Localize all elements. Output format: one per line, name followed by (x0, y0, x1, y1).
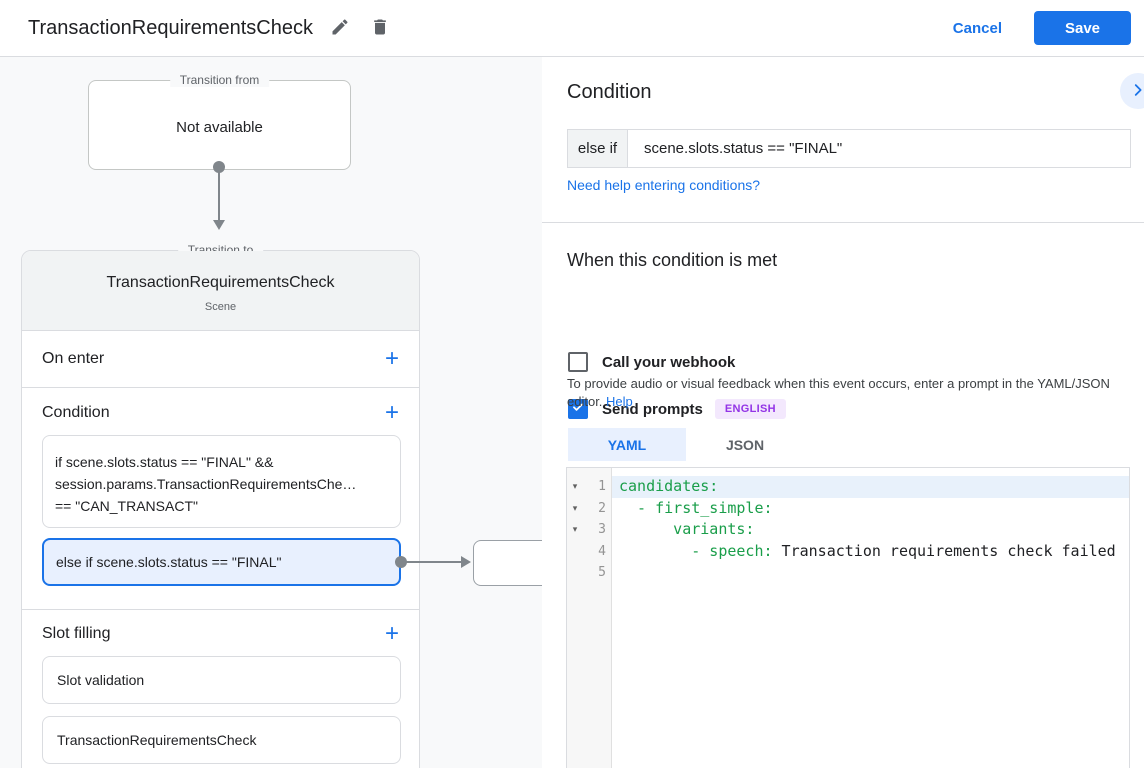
scene-type-label: Scene (204, 301, 237, 313)
fold-arrow-icon[interactable]: ▾ (572, 524, 578, 535)
condition-edit-panel: Condition else if Need help entering con… (542, 57, 1144, 768)
transition-from-label: Transition from (169, 73, 270, 87)
prompt-description: To provide audio or visual feedback when… (567, 375, 1123, 411)
cancel-button[interactable]: Cancel (952, 19, 1002, 37)
add-slot-icon[interactable]: + (384, 620, 399, 647)
conditions-help-link[interactable]: Need help entering conditions? (567, 177, 761, 193)
code-segment-key: candidates: (619, 477, 719, 495)
condition-line: == "CAN_TRANSACT" (55, 498, 198, 514)
gutter-line: 5 (567, 562, 611, 584)
code-line[interactable]: - speech: Transaction requirements check… (612, 541, 1129, 563)
connector-line (218, 167, 220, 222)
code-segment-plain: Transaction requirements check failed (772, 541, 1116, 560)
slot-filling-label: Slot filling (42, 625, 111, 642)
line-number: 2 (598, 500, 606, 516)
scene-name: TransactionRequirementsCheck (106, 274, 335, 291)
collapse-panel-button[interactable] (1120, 73, 1144, 109)
chevron-right-icon (1129, 81, 1144, 102)
transition-from-content: Not available (176, 119, 263, 136)
help-link[interactable]: Help (606, 394, 633, 409)
code-line[interactable]: - first_simple: (612, 498, 1129, 520)
transition-from-box[interactable]: Transition from Not available (88, 73, 351, 170)
slot-transaction-box[interactable]: TransactionRequirementsCheck (42, 716, 401, 764)
send-prompts-checkbox[interactable] (568, 399, 588, 419)
condition-expression-input[interactable] (628, 130, 1130, 167)
add-condition-icon[interactable]: + (384, 399, 399, 426)
condition-line: if scene.slots.status == "FINAL" && (55, 454, 274, 470)
condition-box-if[interactable]: if scene.slots.status == "FINAL" && sess… (42, 435, 401, 528)
code-segment-key: variants: (619, 520, 755, 538)
code-segment-key: - first_simple: (619, 498, 773, 517)
trash-icon (370, 17, 390, 40)
line-number: 4 (598, 543, 606, 559)
tab-json[interactable]: JSON (686, 428, 804, 461)
scene-diagram-canvas[interactable]: Transition from Not available Transition… (0, 57, 542, 768)
scene-card-header[interactable]: TransactionRequirementsCheck Scene (22, 251, 419, 331)
scene-card[interactable]: Transition to TransactionRequirementsChe… (21, 243, 420, 768)
edit-title-button[interactable] (323, 11, 357, 45)
line-number: 3 (598, 522, 606, 538)
condition-box-elseif-selected[interactable]: else if scene.slots.status == "FINAL" (42, 538, 401, 586)
condition-met-title: When this condition is met (567, 250, 778, 270)
delete-scene-button[interactable] (363, 11, 397, 45)
code-line[interactable]: candidates: (612, 476, 1129, 498)
webhook-label: Call your webhook (602, 353, 736, 371)
prompt-description-text: To provide audio or visual feedback when… (567, 376, 1110, 409)
gutter-line: ▾2 (567, 498, 611, 520)
tab-yaml[interactable]: YAML (568, 428, 686, 461)
transition-target-box[interactable] (473, 540, 542, 586)
connector-line (405, 561, 461, 563)
arrow-down-icon (213, 220, 225, 230)
condition-line: session.params.TransactionRequirementsCh… (55, 476, 357, 492)
send-prompts-label: Send prompts (602, 400, 703, 418)
arrow-right-icon (461, 556, 471, 568)
code-line[interactable] (612, 562, 1129, 584)
save-button[interactable]: Save (1034, 11, 1131, 45)
fold-arrow-icon[interactable]: ▾ (572, 481, 578, 492)
gutter-line: ▾3 (567, 519, 611, 541)
condition-expression-row: else if (567, 129, 1131, 168)
condition-section-row[interactable]: Condition + (22, 388, 419, 438)
add-on-enter-icon[interactable]: + (384, 345, 399, 372)
condition-section-label: Condition (42, 404, 110, 421)
send-prompts-option-row: Send prompts ENGLISH (568, 399, 786, 419)
pencil-icon (330, 17, 350, 40)
section-divider (22, 609, 419, 610)
webhook-option-row: Call your webhook (568, 352, 735, 372)
on-enter-label: On enter (42, 350, 105, 367)
panel-divider (542, 222, 1144, 223)
line-number: 1 (598, 479, 606, 495)
connector-dot (395, 556, 407, 568)
top-bar: TransactionRequirementsCheck Cancel Save (0, 0, 1144, 57)
else-if-label: else if (568, 130, 628, 167)
condition-line: else if scene.slots.status == "FINAL" (56, 554, 282, 570)
check-icon (571, 400, 585, 419)
panel-title: Condition (567, 81, 652, 103)
webhook-checkbox[interactable] (568, 352, 588, 372)
language-badge: ENGLISH (714, 399, 786, 419)
page-title: TransactionRequirementsCheck (28, 16, 313, 39)
on-enter-row[interactable]: On enter + (22, 331, 419, 388)
fold-arrow-icon[interactable]: ▾ (572, 502, 578, 513)
editor-code-area[interactable]: candidates: - first_simple: variants: - … (612, 468, 1129, 768)
code-segment-key: - speech: (619, 541, 773, 560)
editor-tabs: YAML JSON (568, 428, 804, 461)
slot-filling-row[interactable]: Slot filling + (22, 609, 419, 659)
gutter-line: ▾1 (567, 476, 611, 498)
code-line[interactable]: variants: (612, 519, 1129, 541)
slot-validation-box[interactable]: Slot validation (42, 656, 401, 704)
line-number: 5 (598, 565, 606, 581)
gutter-line: 4 (567, 541, 611, 563)
